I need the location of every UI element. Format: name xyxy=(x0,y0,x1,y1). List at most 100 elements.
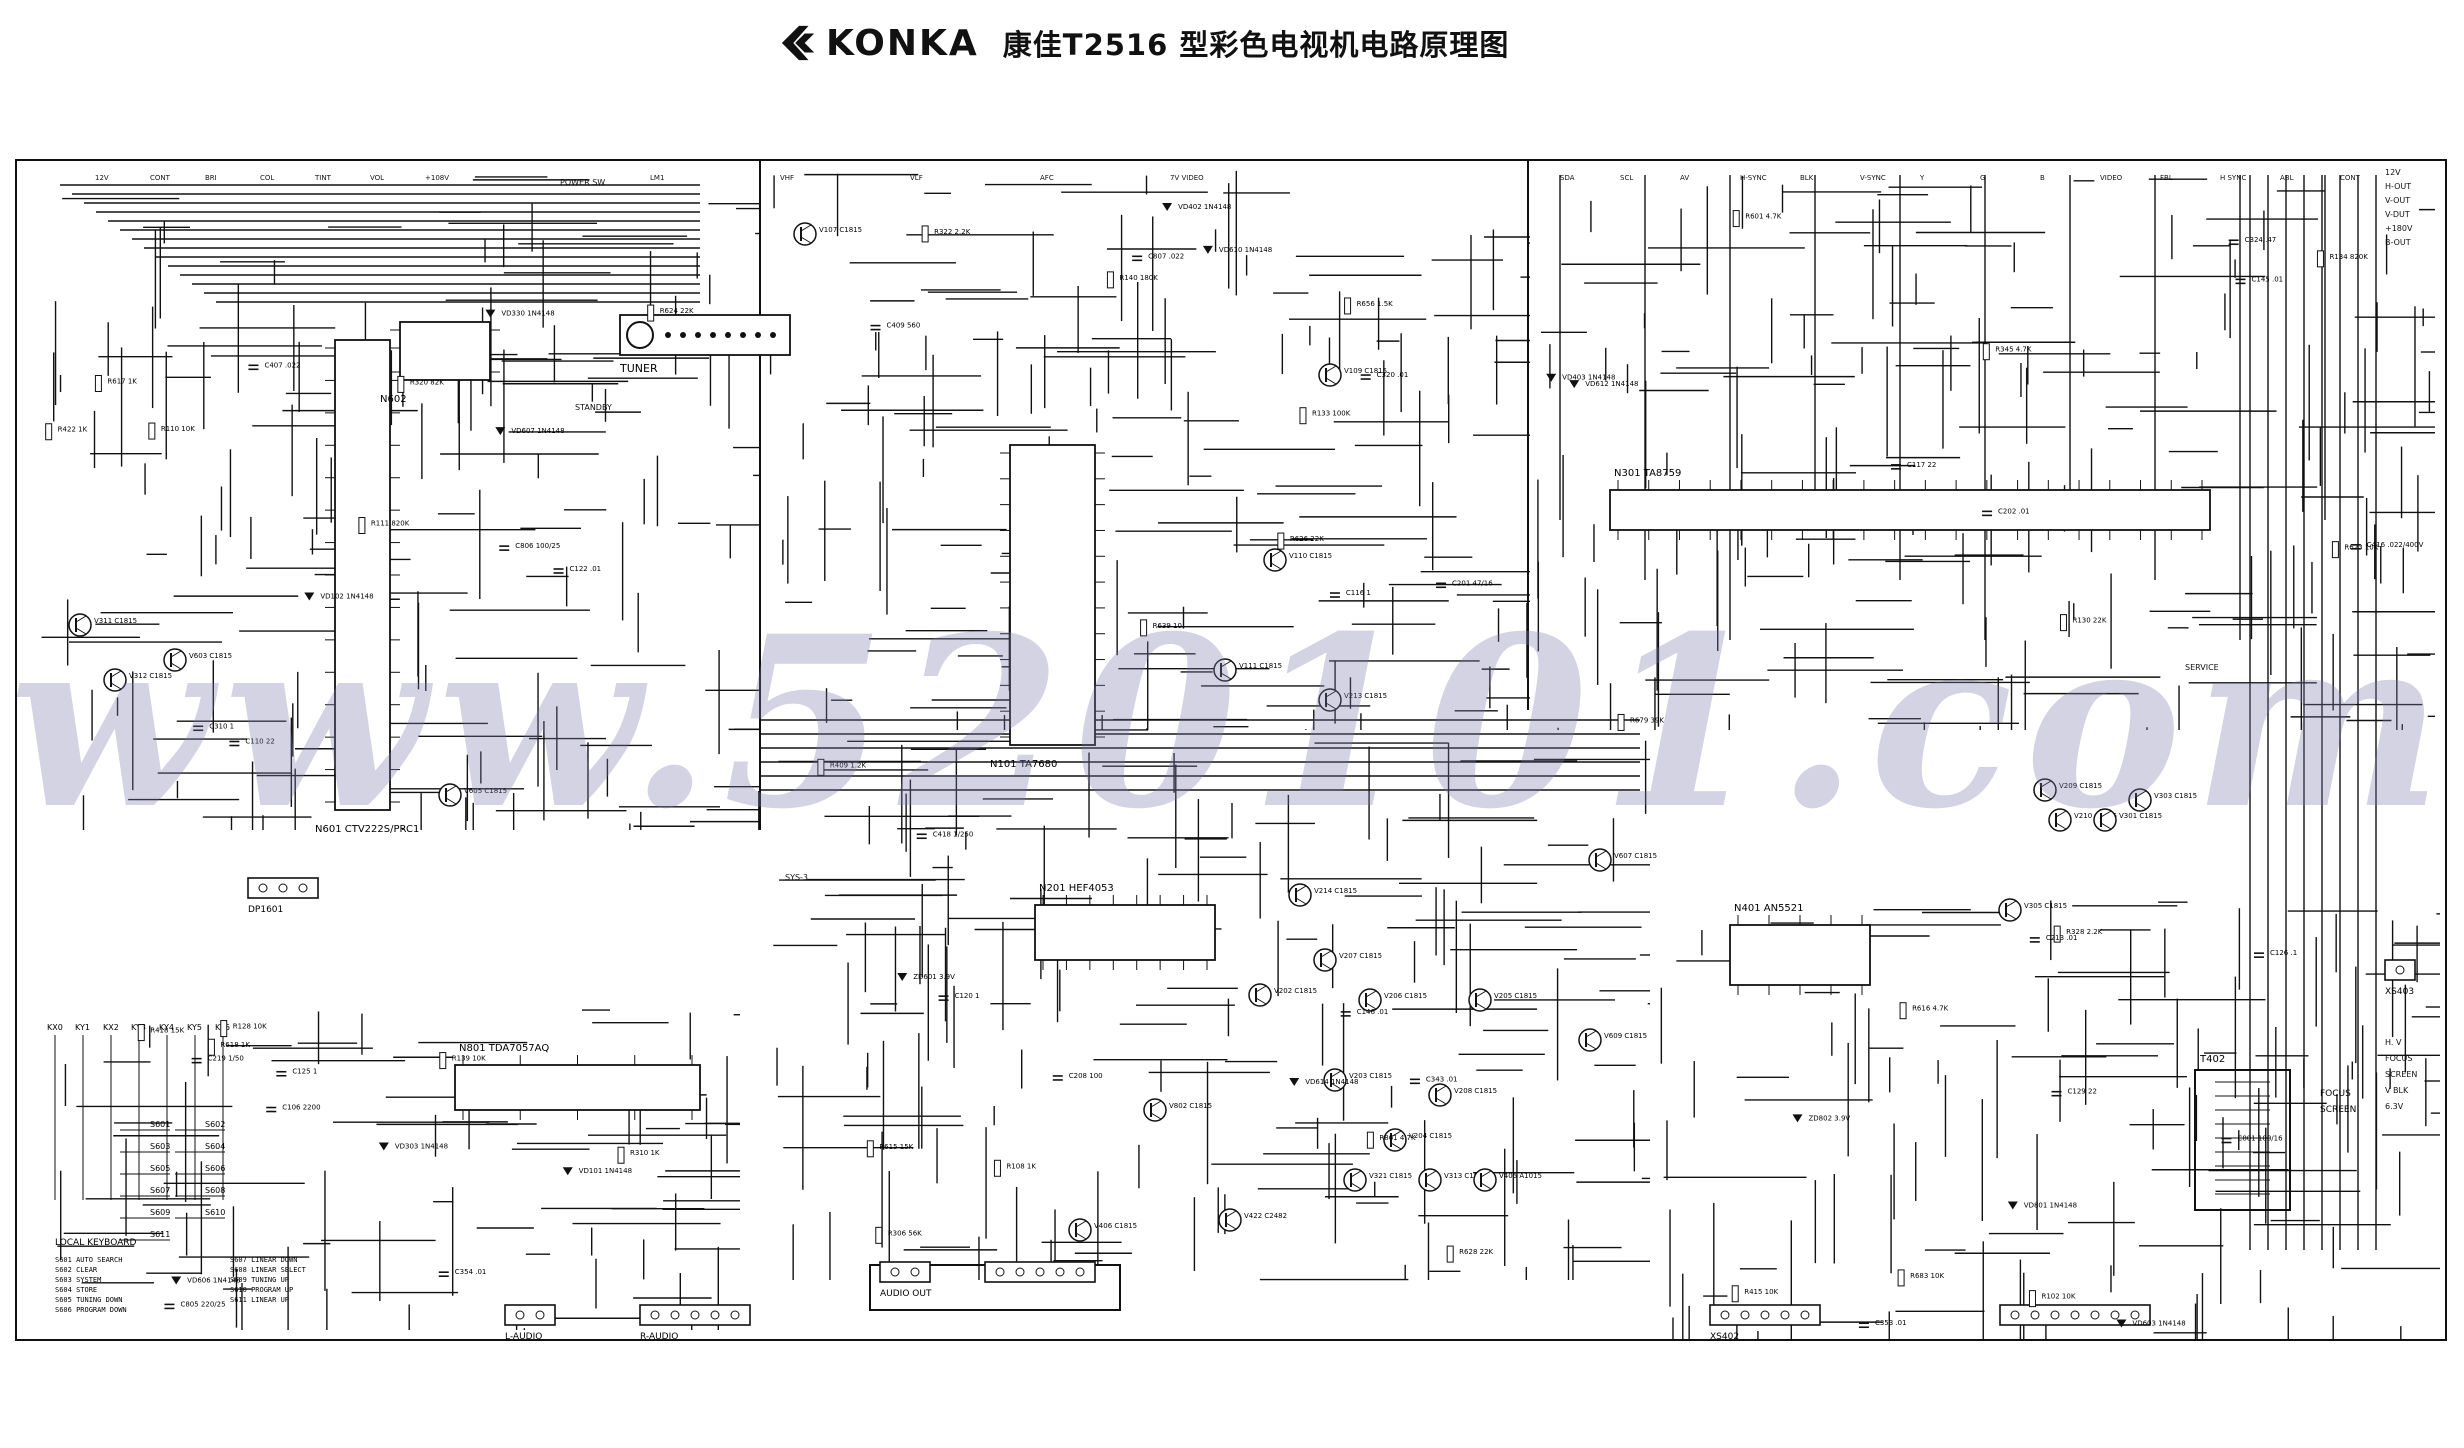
resistor-body xyxy=(1899,1002,1907,1020)
diode-label: VD402 1N4148 xyxy=(1178,203,1231,211)
diode: VD101 1N4148 xyxy=(562,1167,632,1176)
diode: VD403 1N4148 xyxy=(1546,373,1615,382)
ic-body xyxy=(399,321,491,381)
connector-body xyxy=(504,1304,556,1326)
transistor: V111 C1815 xyxy=(1213,658,1282,682)
connector-label: XS402 xyxy=(1710,1332,1739,1342)
capacitor-label: C801 100/16 xyxy=(2237,1135,2283,1143)
ic-n401: N401 AN5521 xyxy=(1729,903,1871,995)
transistor-collector xyxy=(1425,1170,1437,1178)
audio-out-connector: AUDIO OUT xyxy=(879,1261,932,1299)
diode-body xyxy=(1289,1077,1300,1086)
resistor-body xyxy=(647,304,655,322)
connector-body xyxy=(984,1261,1096,1283)
transistor: V301 C1815 xyxy=(2093,808,2162,832)
capacitor-label: C129 22 xyxy=(2068,1088,2097,1096)
resistor-label: R628 22K xyxy=(1459,1248,1493,1256)
transistor-emitter xyxy=(1295,897,1307,905)
capacitor-label: C202 .01 xyxy=(1998,507,2030,515)
capacitor-label: C807 .022 xyxy=(1148,252,1184,260)
signal-label: H. V xyxy=(2385,1038,2402,1047)
resistor: R345 4.7K xyxy=(1982,343,2032,361)
tuner-pin xyxy=(710,332,716,338)
r-audio-connector: R-AUDIO xyxy=(639,1304,751,1342)
tuner-pin xyxy=(680,332,686,338)
signal-label: SDA xyxy=(1560,174,1575,182)
transistor-collector xyxy=(1330,1070,1342,1078)
switch-label: S603 xyxy=(150,1142,170,1151)
capacitor: C219 1/50 xyxy=(191,1055,244,1064)
transistor-body xyxy=(1418,1168,1442,1192)
resistor-label: R422 1K xyxy=(58,426,88,434)
transistor-collector xyxy=(1255,985,1267,993)
keyboard-legend-item: S607 LINEAR DOWN xyxy=(230,1256,297,1264)
signal-label: 7V VIDEO xyxy=(1170,174,1204,182)
capacitor-label: C110 22 xyxy=(245,738,274,746)
resistor-label: R134 820K xyxy=(2329,253,2368,261)
transistor: V214 C1815 xyxy=(1288,883,1357,907)
transistor-emitter xyxy=(2040,792,2052,800)
signal-label: AFC xyxy=(1040,174,1054,182)
resistor: R130 22K xyxy=(2059,614,2107,632)
resistor: R615 15K xyxy=(866,1140,914,1158)
resistor-label: R679 39K xyxy=(1630,716,1664,724)
ic-label: N602 xyxy=(380,394,407,405)
diode-label: VD101 1N4148 xyxy=(579,1167,632,1175)
transistor-body xyxy=(793,222,817,246)
transistor-label: V802 C1815 xyxy=(1169,1102,1212,1110)
ic-label: N801 TDA7057AQ xyxy=(459,1043,549,1054)
resistor: R108 1K xyxy=(993,1159,1036,1177)
ic-body xyxy=(1034,904,1216,961)
capacitor-label: C418 1/250 xyxy=(933,830,974,838)
transistor-collector xyxy=(1390,1130,1402,1138)
key-line-label: KX0 xyxy=(47,1023,63,1032)
switch-label: S601 xyxy=(150,1120,170,1129)
resistor-body xyxy=(1732,210,1740,228)
transistor-label: V312 C1815 xyxy=(129,672,172,680)
connector-label: DP1601 xyxy=(248,905,283,915)
transistor-label: V202 C1815 xyxy=(1274,987,1317,995)
transistor-label: V609 C1815 xyxy=(1604,1032,1647,1040)
switch-label: S609 xyxy=(150,1208,170,1217)
resistor-label: R616 4.7K xyxy=(1912,1005,1949,1013)
transistor: V312 C1815 xyxy=(103,668,172,692)
capacitor-label: C106 2200 xyxy=(282,1104,320,1112)
transistor-collector xyxy=(2040,780,2052,788)
transistor-body xyxy=(1213,658,1237,682)
transistor-emitter xyxy=(1350,1182,1362,1190)
capacitor: C805 220/25 xyxy=(164,1300,226,1310)
connector-pin xyxy=(1075,1267,1085,1277)
transistor-body xyxy=(438,783,462,807)
signal-label: H-OUT xyxy=(2385,182,2411,191)
connector-pin xyxy=(670,1310,680,1320)
capacitor-label: C213 .01 xyxy=(2046,934,2078,942)
keyboard-legend-item: S611 LINEAR UP xyxy=(230,1296,289,1304)
capacitor-label: C805 220/25 xyxy=(180,1300,225,1308)
resistor-body xyxy=(1140,619,1148,637)
capacitor: C202 .01 xyxy=(1982,507,2030,517)
resistor-body xyxy=(1106,271,1114,289)
signal-label: VIDEO xyxy=(2100,174,2123,182)
transistor-collector xyxy=(2100,810,2112,818)
resistor-body xyxy=(617,1146,625,1164)
connector-pin xyxy=(690,1310,700,1320)
transistor-body xyxy=(2033,778,2057,802)
connector-pin xyxy=(2090,1310,2100,1320)
connector-pin xyxy=(535,1310,545,1320)
transistor-label: V213 C1815 xyxy=(1344,692,1387,700)
transistor-collector xyxy=(1320,950,1332,958)
signal-label: VOL xyxy=(370,174,384,182)
transistor: V607 C1815 xyxy=(1588,848,1657,872)
transistor: V609 C1815 xyxy=(1578,1028,1647,1052)
transistor-emitter xyxy=(1075,1232,1087,1240)
transistor: V209 C1815 xyxy=(2033,778,2102,802)
diode-label: VD612 1N4148 xyxy=(1585,380,1638,388)
resistor-label: R624 22K xyxy=(660,307,694,315)
resistor: R628 22K xyxy=(1446,1245,1494,1263)
ic-label: N601 CTV222S/PRC1 xyxy=(315,824,419,835)
resistor: R139 10K xyxy=(439,1052,486,1070)
connector-pin xyxy=(1720,1310,1730,1320)
t402-label: T402 xyxy=(2199,1054,2225,1065)
signal-label: 12V xyxy=(95,174,109,182)
keyboard-title: LOCAL KEYBOARD xyxy=(55,1238,137,1248)
